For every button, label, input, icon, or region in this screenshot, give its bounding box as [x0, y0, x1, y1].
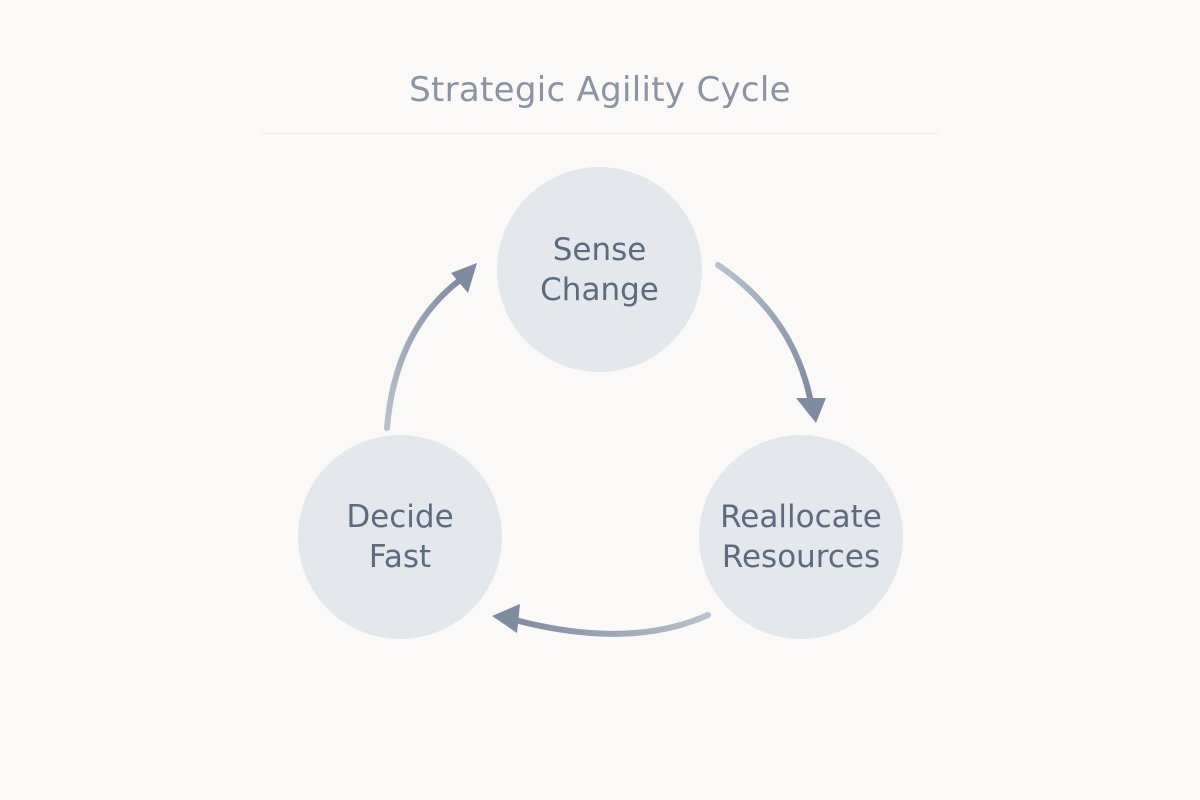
node-label-line: Decide — [346, 499, 454, 535]
title-divider — [262, 133, 938, 134]
node-reallocate-resources: Reallocate Resources — [699, 435, 903, 639]
diagram-title: Strategic Agility Cycle — [409, 70, 791, 110]
node-label-line: Resources — [721, 539, 881, 575]
node-label-line: Reallocate — [720, 499, 882, 535]
node-decide-fast: Decide Fast — [298, 435, 502, 639]
arrow-reallocate-to-decide — [492, 604, 711, 637]
node-label-line: Sense — [552, 231, 647, 268]
arrow-sense-to-reallocate — [715, 262, 826, 423]
node-label-line: Fast — [368, 539, 432, 575]
node-label-line: Change — [540, 271, 659, 308]
node-sense-change: Sense Change — [497, 167, 702, 372]
arrow-decide-to-sense — [384, 263, 477, 431]
